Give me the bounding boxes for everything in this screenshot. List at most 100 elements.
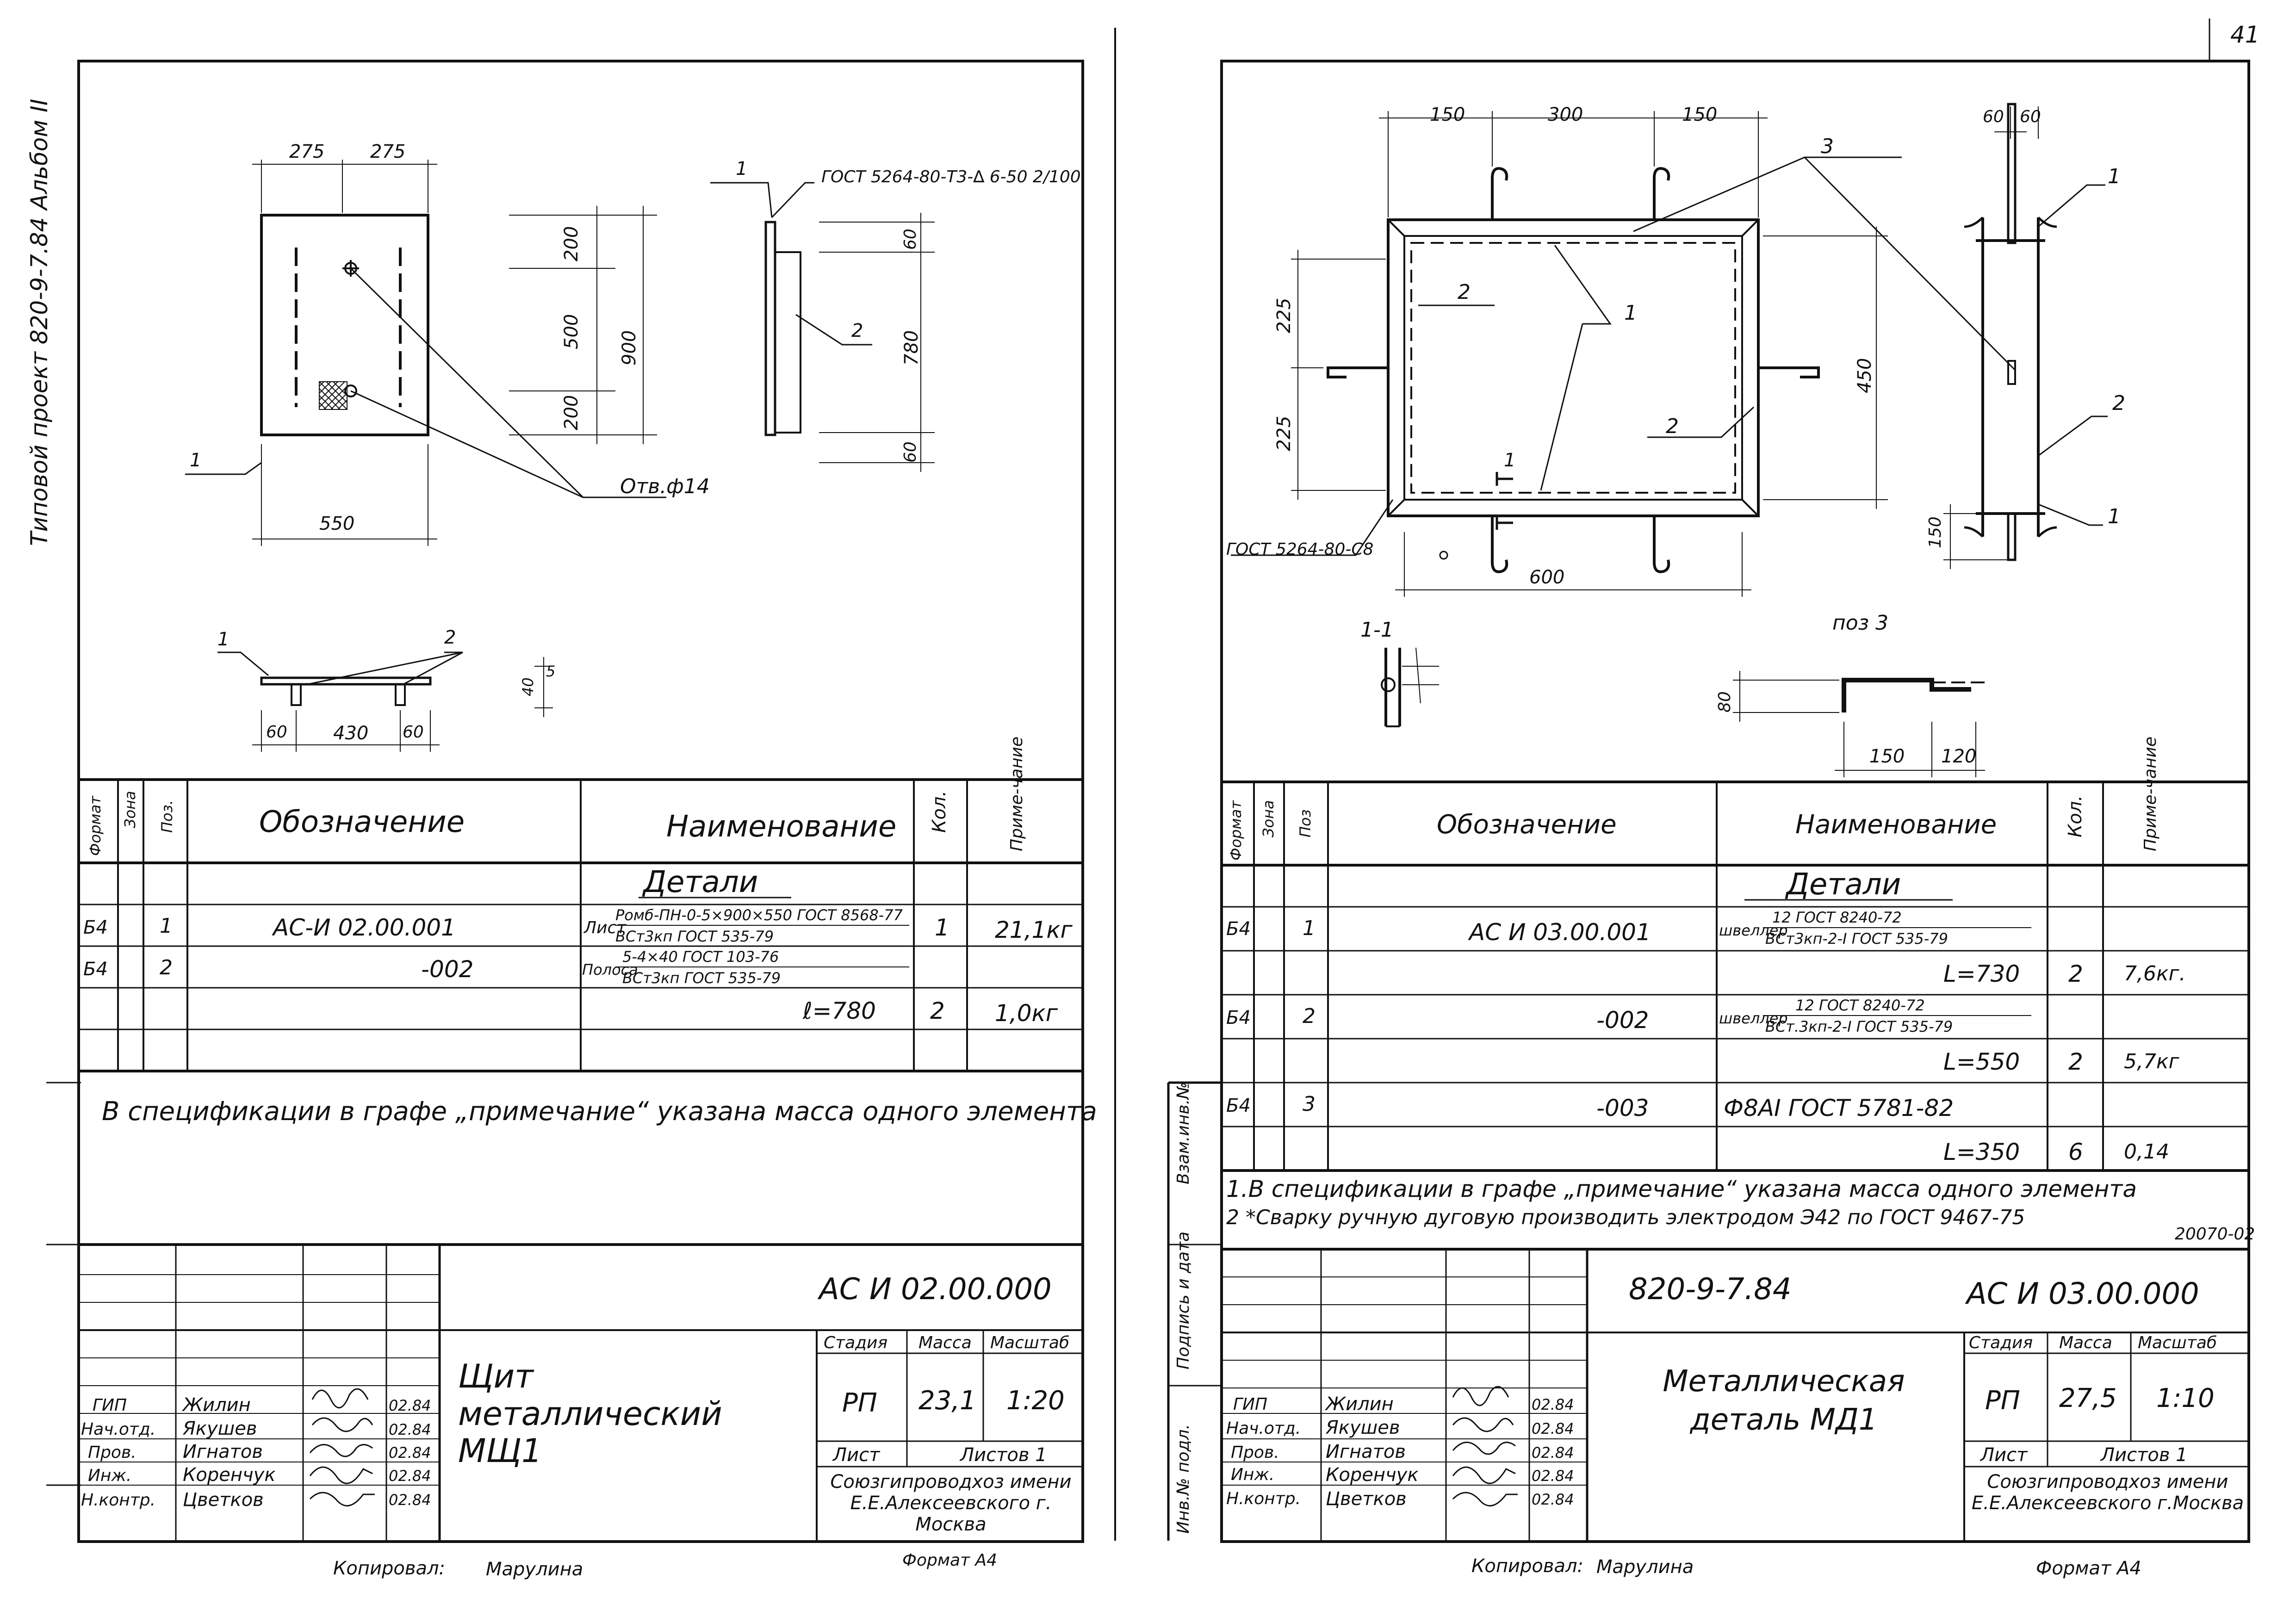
dim-label: 150 [1430,104,1465,125]
left-copied-label: Копировал: [333,1558,446,1579]
cell-qty: 2 [2068,960,2083,987]
cell-name: Ф8АI ГОСТ 5781-82 [1724,1095,1954,1121]
leader-label: 2 [2112,391,2125,415]
role: Нач.отд. [81,1420,156,1439]
dim-label: 120 [1941,746,1977,767]
header-designation: Обозначение [1437,810,1617,840]
right-doc-title: Металлическая деталь МД1 [1663,1364,1905,1437]
header-note: Приме-чание [2141,736,2160,851]
right-note-1: 1.В спецификации в графе „примечание“ ук… [1226,1176,2137,1202]
header-name: Наименование [1795,810,1997,840]
dim-label: 900 [619,330,640,365]
left-side-view [710,182,935,472]
right-channel-view [1943,103,2108,569]
dim-label: 225 [1273,297,1295,333]
left-format: Формат А4 [902,1551,998,1570]
right-note-2: 2 *Сварку ручную дуговую производить эле… [1226,1206,2025,1229]
role: Н.контр. [1226,1489,1301,1508]
dim-label: 60 [403,723,424,742]
cell-name-top: 5-4×40 ГОСТ 103-76 [622,948,779,966]
person-name: Якушев [183,1418,257,1439]
cell-qty: 2 [2068,1048,2083,1075]
cell-designation: -002 [421,956,474,983]
dim-label: 300 [1548,104,1583,125]
cell-designation: -002 [1596,1007,1649,1034]
left-copier-name: Марулина [486,1559,583,1580]
right-scale: 1:10 [2156,1383,2215,1413]
dim-label: 450 [1854,358,1875,393]
left-scale-header: Масштаб [990,1333,1070,1352]
dim-label: 200 [561,226,582,261]
cell-designation: АС-И 02.00.001 [273,914,456,941]
side-label-replacement: Взам.инв.№ [1174,1082,1193,1184]
right-scale-header: Масштаб [2138,1333,2217,1352]
person-name: Цветков [1326,1488,1407,1510]
dim-label: 275 [370,141,406,162]
cell-name-bottom: ВСт3кп-2-I ГОСТ 535-79 [1765,930,1948,948]
leader-label: 2 [444,627,456,648]
person-name: Коренчук [1326,1464,1419,1486]
cell-note: 0,14 [2124,1140,2169,1164]
role: Нач.отд. [1226,1419,1301,1438]
cell-name: L=550 [1943,1048,2020,1075]
cell-name-top: Ромб-ПН-0-5×900×550 ГОСТ 8568-77 [615,906,903,924]
left-mass: 23,1 [918,1386,976,1416]
cell-pos: 2 [160,956,173,979]
side-label-signature: Подпись и дата [1174,1231,1193,1369]
person-name: Жилин [1326,1394,1394,1415]
role: Пров. [88,1443,137,1462]
header-note: Приме-чание [1007,736,1026,851]
header-qty: Кол. [929,790,950,833]
right-sheet-label: Лист [1980,1444,2028,1466]
cell-format: Б4 [83,959,108,980]
dim-label: 60 [901,441,920,463]
left-title-block [79,1243,1083,1541]
right-frame-view [1231,111,2016,597]
role: ГИП [1233,1395,1268,1414]
right-section-1-1 [1381,647,1439,727]
dim-label: 80 [1715,691,1734,712]
left-bottom-view [217,651,553,752]
leader-label: 1 [1504,450,1516,471]
right-doc-code: АС И 03.00.000 [1967,1277,2199,1311]
right-project-number: 820-9-7.84 [1629,1272,1792,1307]
dim-label: 550 [319,513,355,534]
left-sheets-label: Листов 1 [960,1444,1047,1466]
header-designation: Обозначение [259,805,465,839]
left-doc-title: Щит металлический МЩ1 [458,1357,722,1470]
cell-name-prefix: швеллер [1719,1010,1788,1027]
cell-qty: 6 [2068,1139,2083,1165]
date: 02.84 [1532,1444,1574,1462]
leader-label: 3 [1821,135,1834,158]
dim-label: 40 [519,677,537,696]
person-name: Цветков [183,1489,264,1511]
date: 02.84 [1532,1420,1574,1437]
cell-name-bottom: ВСт.3кп-2-I ГОСТ 535-79 [1765,1018,1953,1035]
cell-name: L=730 [1943,960,2020,987]
weld-note: ГОСТ 5264-80-Т3-∆ 6-50 2/100 [821,167,1081,186]
left-spec-section: Детали [643,865,758,899]
date: 02.84 [389,1421,431,1438]
dim-label: 500 [561,314,582,349]
right-sheet-code: 20070-02 [2175,1225,2255,1244]
margin-project-label: Типовой проект 820-9-7.84 Альбом II [26,99,53,546]
leader-label: 1 [217,629,230,650]
date: 02.84 [389,1397,431,1414]
leader-label: 2 [1666,415,1679,438]
cell-note: 5,7кг [2124,1050,2179,1073]
cell-note: 7,6кг. [2124,962,2186,985]
left-signatures [309,1388,375,1506]
left-sheet-label: Лист [833,1444,880,1466]
cell-note: 21,1кг [995,917,1073,943]
cell-name: L=350 [1943,1139,2020,1165]
cell-qty: 2 [930,997,945,1024]
left-note: В спецификации в графе „примечание“ указ… [102,1096,1097,1127]
dim-label: 150 [1926,516,1945,548]
role: Н.контр. [81,1491,156,1510]
left-plate-view [185,160,666,546]
dim-label: 60 [901,229,920,250]
cell-qty: 1 [935,914,949,941]
date: 02.84 [1532,1396,1574,1413]
